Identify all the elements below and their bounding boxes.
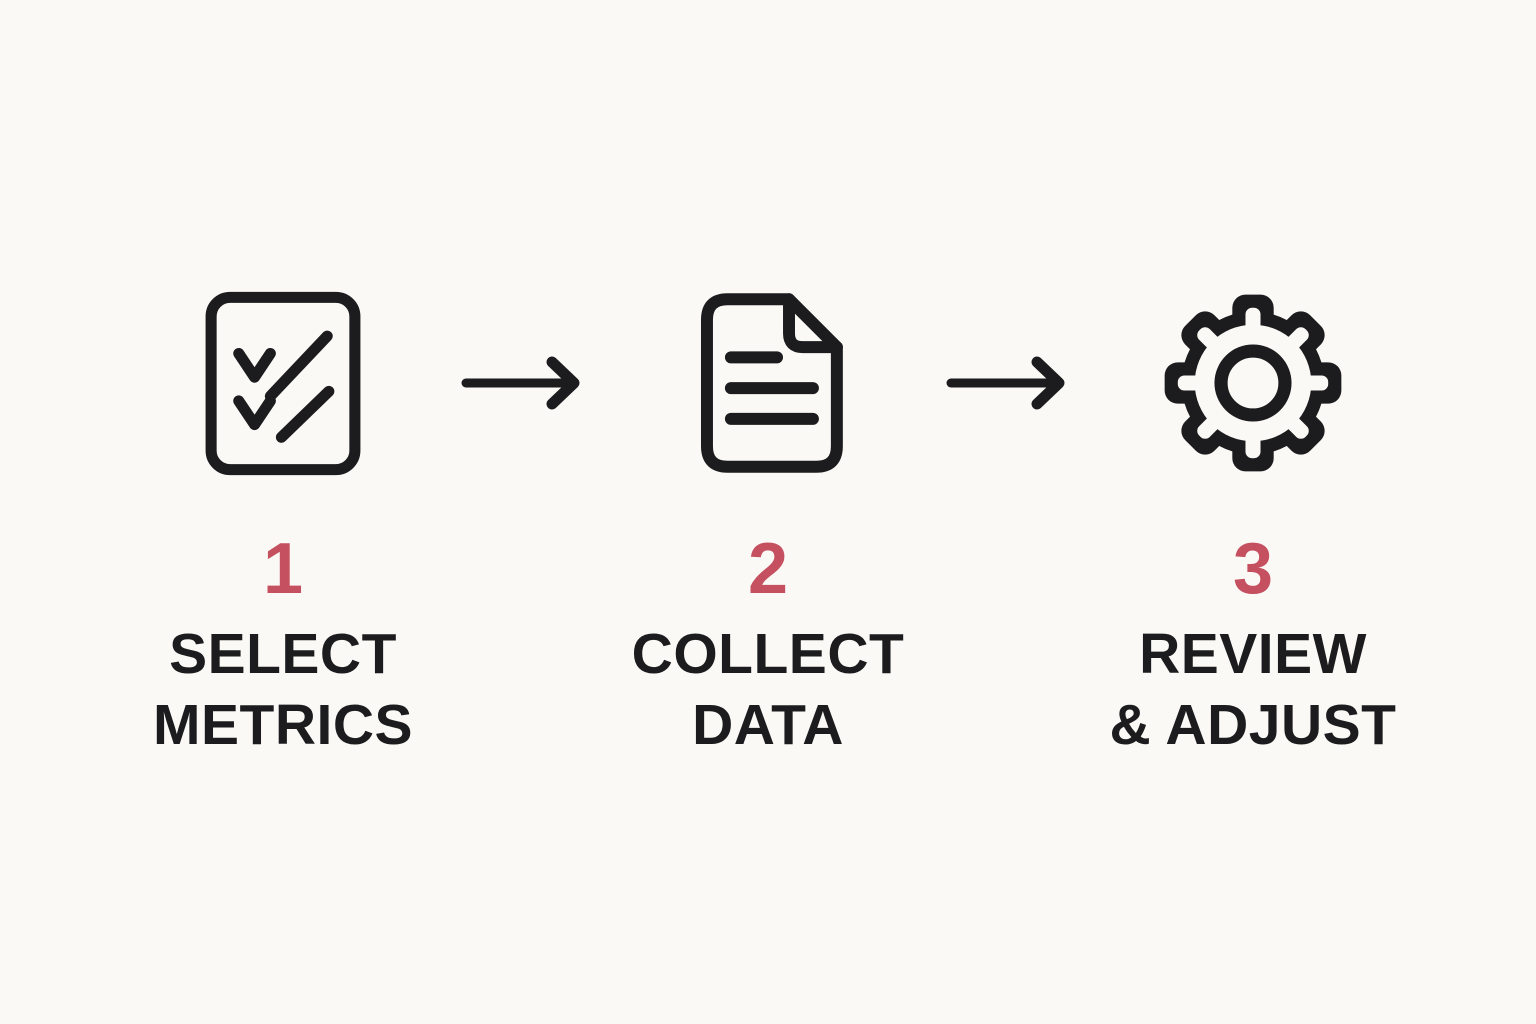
step-label-line: COLLECT xyxy=(631,622,905,686)
right-arrow-icon xyxy=(433,288,618,413)
step-collect-data: 2 COLLECT DATA xyxy=(618,288,918,761)
checklist-icon xyxy=(204,288,362,478)
step-label-line: METRICS xyxy=(153,693,413,757)
step-label-line: REVIEW xyxy=(1139,622,1367,686)
step-number: 1 xyxy=(262,529,304,609)
document-icon xyxy=(683,288,854,478)
step-label: REVIEW & ADJUST xyxy=(1110,619,1397,761)
step-label-line: DATA xyxy=(692,693,844,757)
step-label-line: SELECT xyxy=(169,622,397,686)
step-label-line: & ADJUST xyxy=(1109,693,1397,757)
right-arrow-icon xyxy=(918,288,1103,413)
step-review-adjust: 3 REVIEW & ADJUST xyxy=(1103,288,1403,761)
step-number: 3 xyxy=(1232,529,1274,609)
gear-icon xyxy=(1159,288,1347,478)
step-select-metrics: 1 SELECT METRICS xyxy=(133,288,433,761)
step-number: 2 xyxy=(747,529,789,609)
step-label: COLLECT DATA xyxy=(632,619,905,761)
step-label: SELECT METRICS xyxy=(153,619,413,761)
process-flow: 1 SELECT METRICS 2 COLLECT DATA xyxy=(133,288,1403,761)
